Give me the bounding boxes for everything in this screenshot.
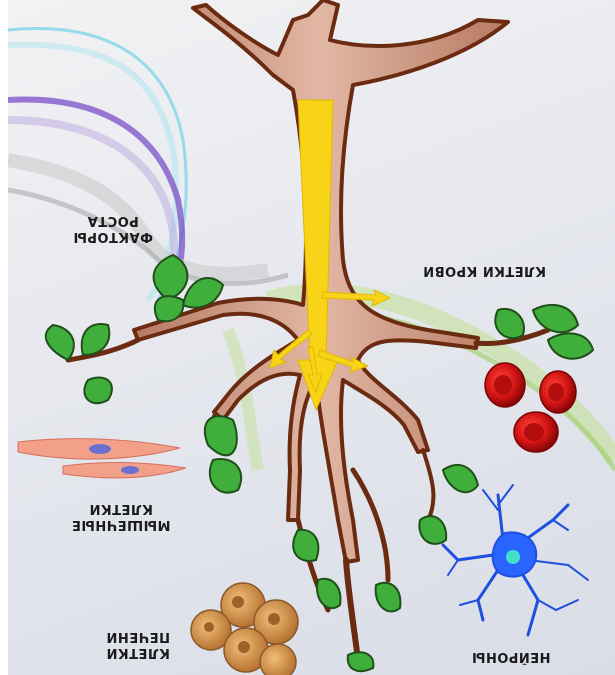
liver-cells [191,583,298,675]
leaf-icon [419,516,446,544]
leaf-icon [84,378,112,404]
leaf-icon [210,459,241,493]
leaf-icon [205,416,237,455]
label-blood-cells: КЛЕТКИ КРОВИ [426,262,546,278]
leaf-icon [293,530,318,561]
leaf-icon [443,465,478,492]
label-neurons: НЕЙРОНЫ [466,648,556,664]
leaf-icon [376,583,401,612]
muscle-cells [18,439,186,478]
leaf-icon [533,305,578,332]
leaf-icon [317,579,340,608]
leaf-icon [46,325,74,360]
leaf-icon [348,652,374,671]
neuron-cell [443,485,588,635]
leaf-icon [495,309,524,338]
leaf-icon [548,333,593,358]
tree-illustration [8,0,615,675]
